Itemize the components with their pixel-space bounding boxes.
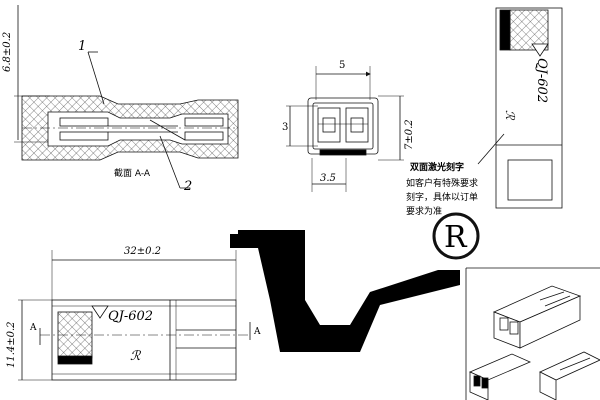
ul-mark-side: ℛ	[503, 110, 517, 121]
laser-note-title: 双面激光刻字	[410, 161, 464, 173]
end-view	[286, 66, 404, 192]
section-marker-right: A	[253, 327, 261, 337]
black-cable-shape	[230, 230, 460, 352]
end-pitch-dim: 3.5	[320, 173, 336, 184]
end-width-dim: 5	[339, 60, 345, 71]
top-height-dim: 11.4±0.2	[6, 321, 17, 368]
end-height-dim: 7±0.2	[404, 119, 415, 150]
registered-mark: R	[432, 212, 480, 260]
side-model-label: QJ-602	[534, 58, 549, 103]
top-view	[18, 250, 251, 381]
section-height-dim: 6.8±0.2	[2, 32, 13, 72]
side-view	[477, 7, 563, 209]
callout-2: 2	[183, 179, 192, 194]
ul-mark-top: ℛ	[130, 349, 142, 364]
top-model-label: QJ-602	[108, 309, 153, 324]
isometric-views	[465, 267, 600, 400]
section-view-a-a	[14, 5, 239, 189]
svg-text:R: R	[444, 220, 468, 255]
top-length-dim: 32±0.2	[124, 246, 161, 257]
callout-1: 1	[78, 39, 86, 54]
laser-note-line-3: 要求为准	[406, 205, 442, 217]
section-marker-left: A	[29, 323, 37, 333]
laser-note-line-2: 刻字，具体以订单	[406, 191, 478, 203]
laser-note-line-1: 如客户有特殊要求	[406, 177, 478, 189]
section-label: 截面 A-A	[114, 167, 151, 179]
end-slot-dim: 3	[282, 122, 288, 133]
